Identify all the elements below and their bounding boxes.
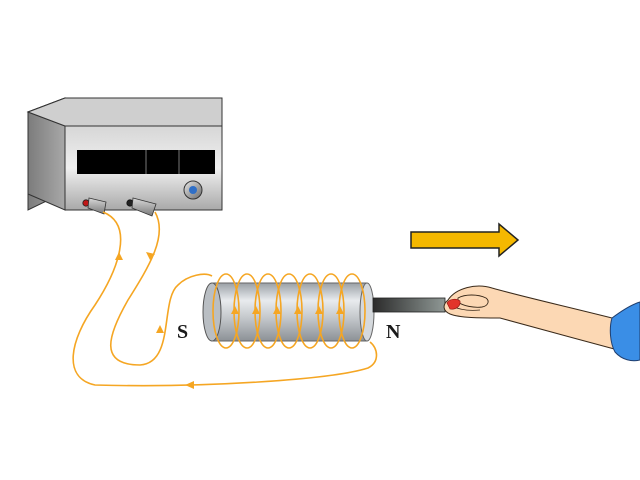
plug-right-icon	[131, 197, 157, 217]
bar-magnet	[372, 297, 446, 313]
wire-left	[72, 211, 378, 387]
wire	[72, 211, 378, 387]
north-pole-label: N	[386, 321, 401, 343]
fingernail-icon	[446, 298, 461, 310]
arrow-right-icon	[410, 222, 520, 258]
wire-right	[110, 211, 213, 366]
magnet-body	[372, 297, 446, 313]
hand-icon	[443, 285, 640, 362]
plug-left-icon	[87, 197, 107, 215]
south-pole-label: S	[177, 321, 188, 343]
coil	[202, 282, 375, 342]
winding-arrows	[231, 306, 344, 314]
current-arrows	[115, 252, 194, 389]
sleeve	[609, 301, 640, 362]
hand-arm	[443, 285, 626, 351]
power-supply-icon	[26, 97, 223, 217]
thumb	[457, 294, 489, 308]
